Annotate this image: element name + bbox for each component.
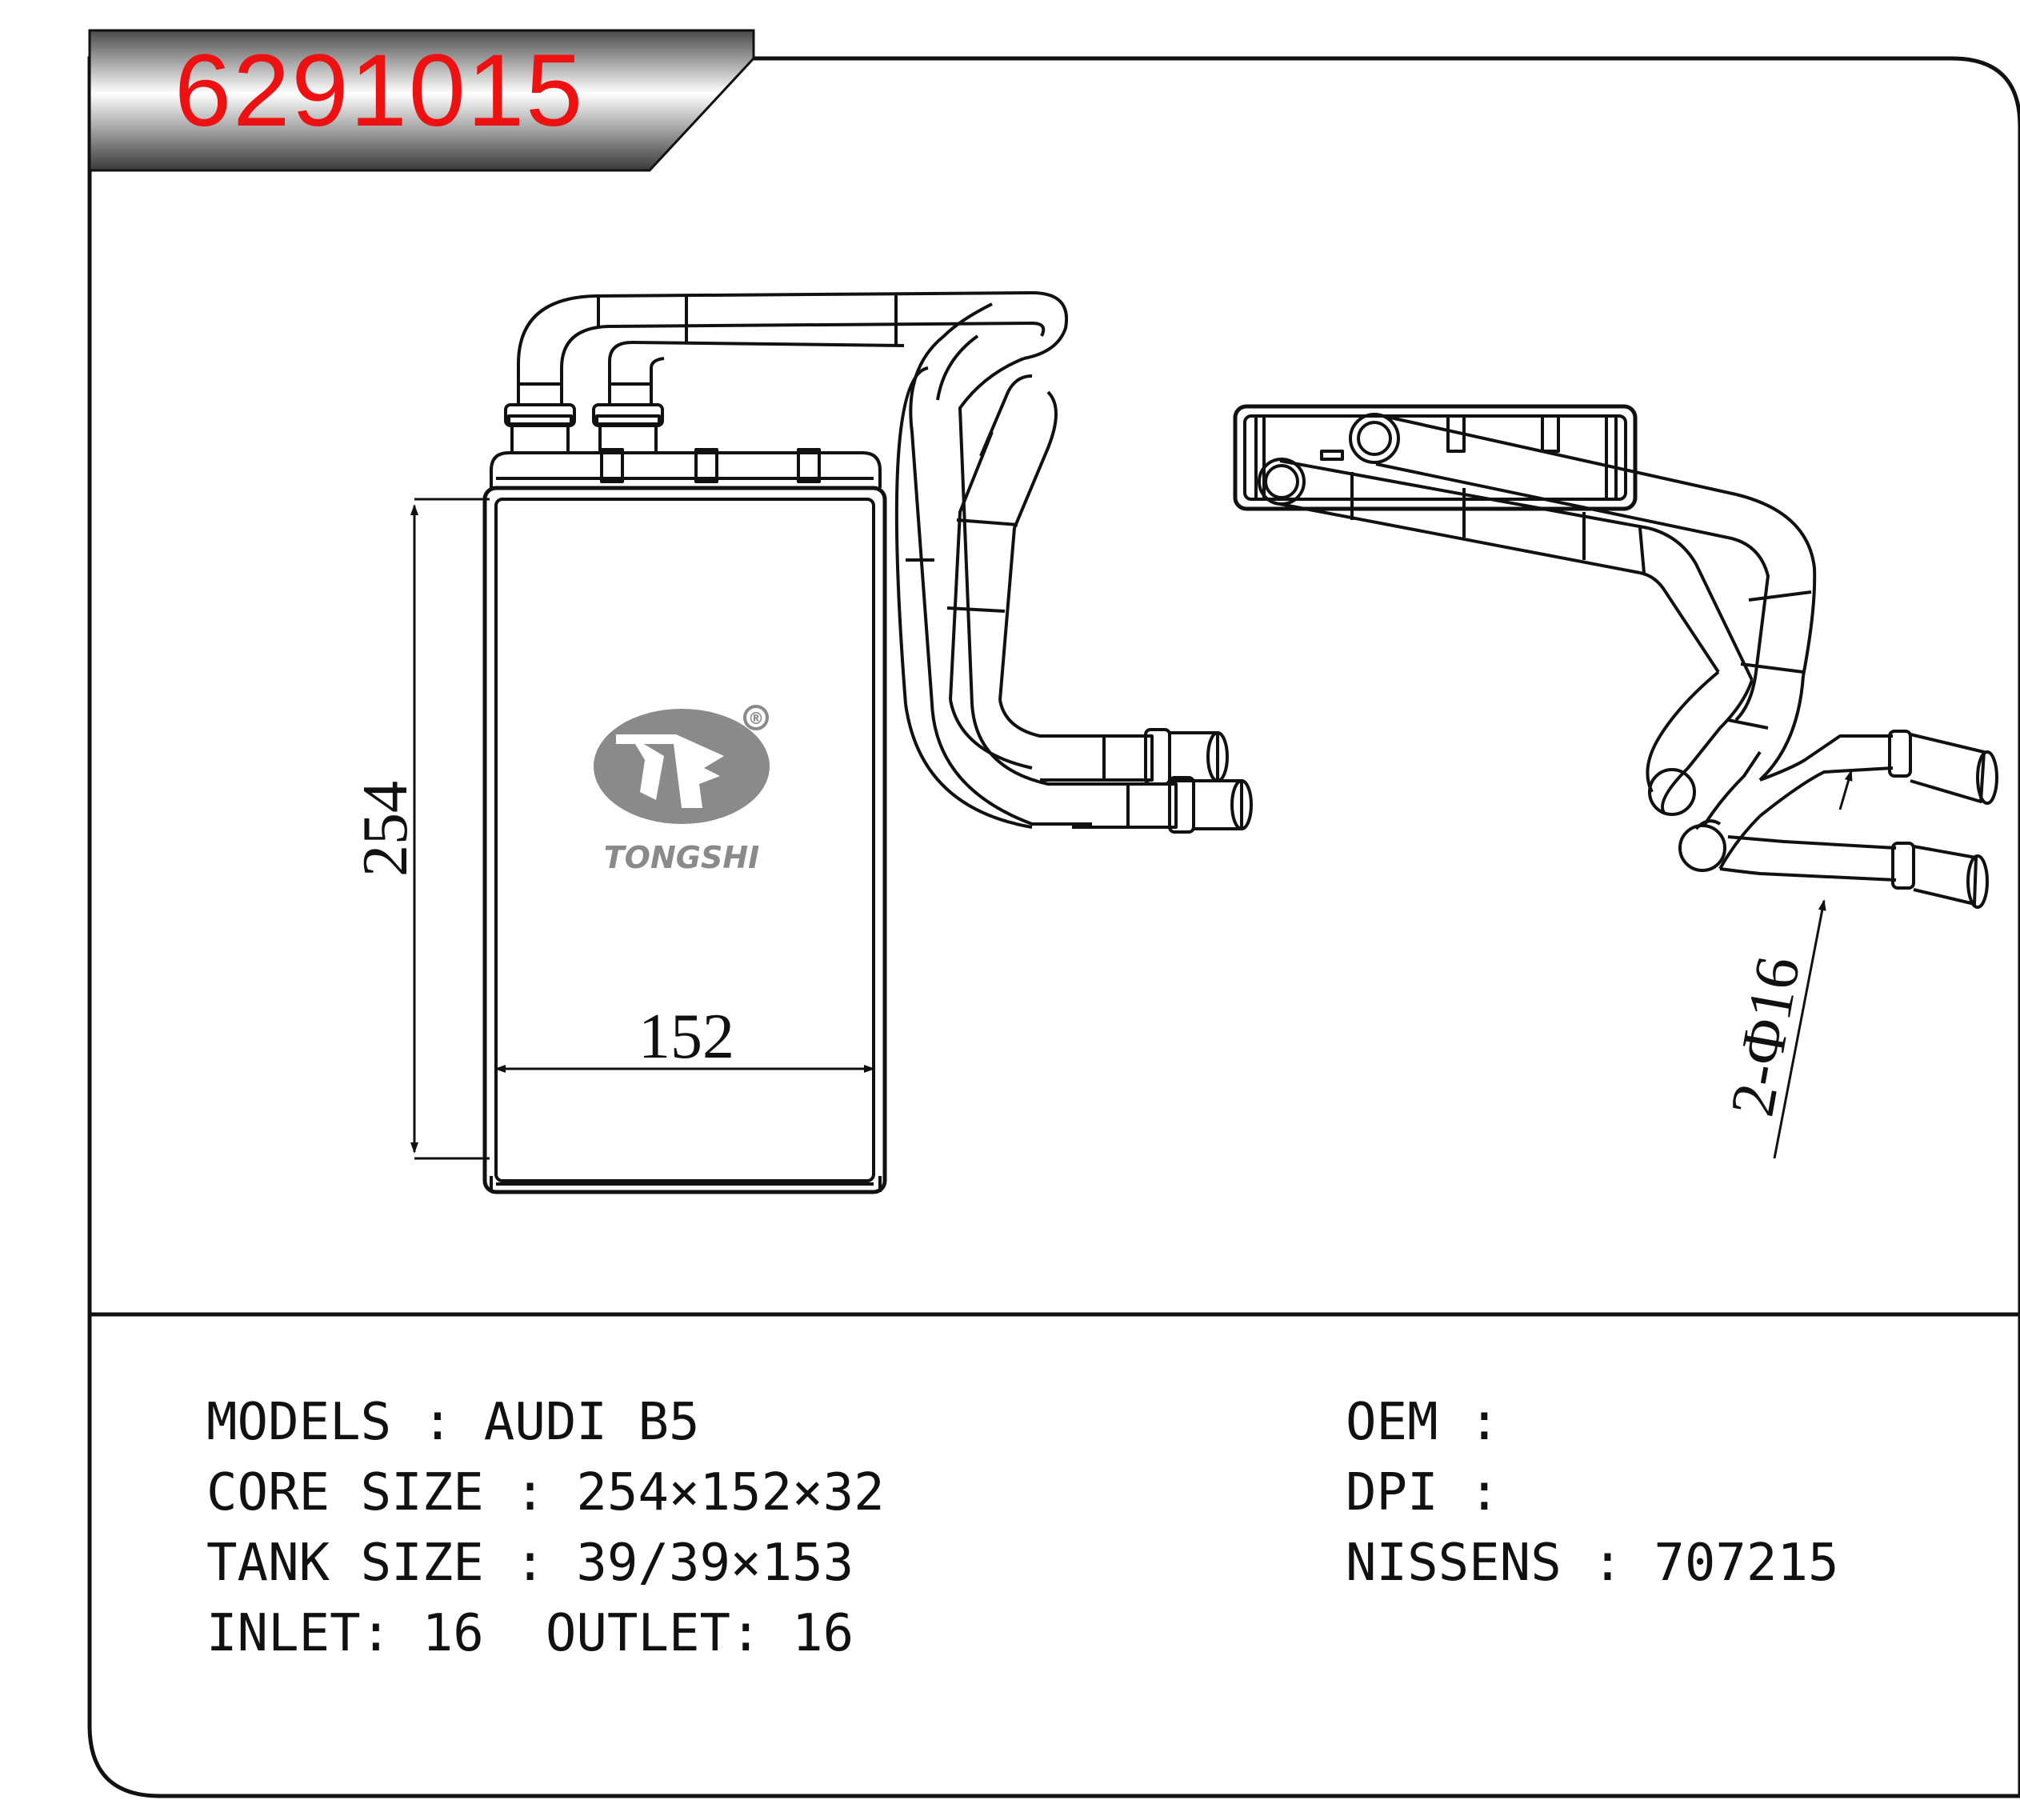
spec-inlet-outlet: INLET: 16 OUTLET: 16 <box>206 1604 854 1663</box>
spec-core-size: CORE SIZE : 254×152×32 <box>206 1463 885 1522</box>
spec-oem: OEM : <box>1346 1393 1500 1452</box>
height-dimension-label: 254 <box>350 781 421 877</box>
spec-tank-size: TANK SIZE : 39/39×153 <box>206 1534 854 1593</box>
heater-core-front-view <box>482 291 1253 1194</box>
heater-core-top-view <box>1233 404 1998 909</box>
spec-models: MODELS : AUDI B5 <box>206 1393 700 1452</box>
part-number-banner <box>88 29 755 172</box>
part-number: 6291015 <box>174 34 585 148</box>
tongshi-logo: ® TONGSHI <box>594 705 770 875</box>
brand-name: TONGSHI <box>604 840 760 875</box>
dimension-lines <box>410 498 1853 1160</box>
width-dimension-label: 152 <box>638 1002 734 1072</box>
registered-mark: ® <box>748 709 764 728</box>
spec-dpi: DPI : <box>1346 1463 1500 1522</box>
drawing-frame <box>87 56 2020 1798</box>
pipe-diameter-label: 2-Φ16 <box>1717 951 1813 1121</box>
spec-nissens: NISSENS : 707215 <box>1346 1534 1839 1593</box>
